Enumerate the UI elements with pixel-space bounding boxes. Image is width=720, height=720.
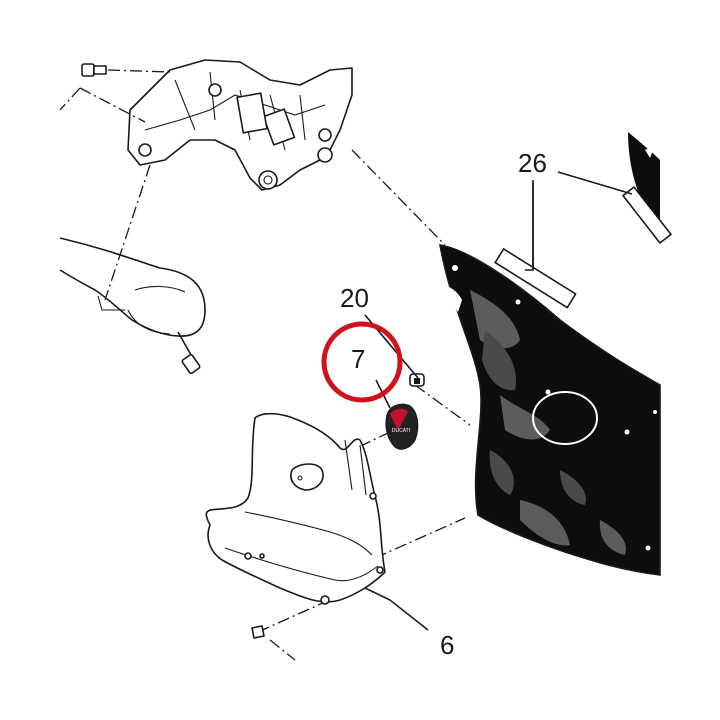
callout-label-7: 7 — [351, 344, 366, 374]
upper-bracket-assembly — [81, 59, 353, 191]
ducati-badge: DUCATI — [385, 403, 419, 450]
decal-strips — [494, 186, 672, 309]
highlight-ring — [321, 321, 403, 403]
callout-label-6: 6 — [440, 630, 455, 660]
callout-label-20: 20 — [340, 283, 369, 313]
mirror-arm-assembly — [59, 237, 206, 375]
callout-label-26: 26 — [518, 148, 547, 178]
inner-panel-6 — [205, 412, 386, 639]
side-fairing — [439, 132, 661, 576]
badge-logo-text: DUCATI — [392, 428, 410, 434]
fastener-20 — [409, 373, 425, 387]
